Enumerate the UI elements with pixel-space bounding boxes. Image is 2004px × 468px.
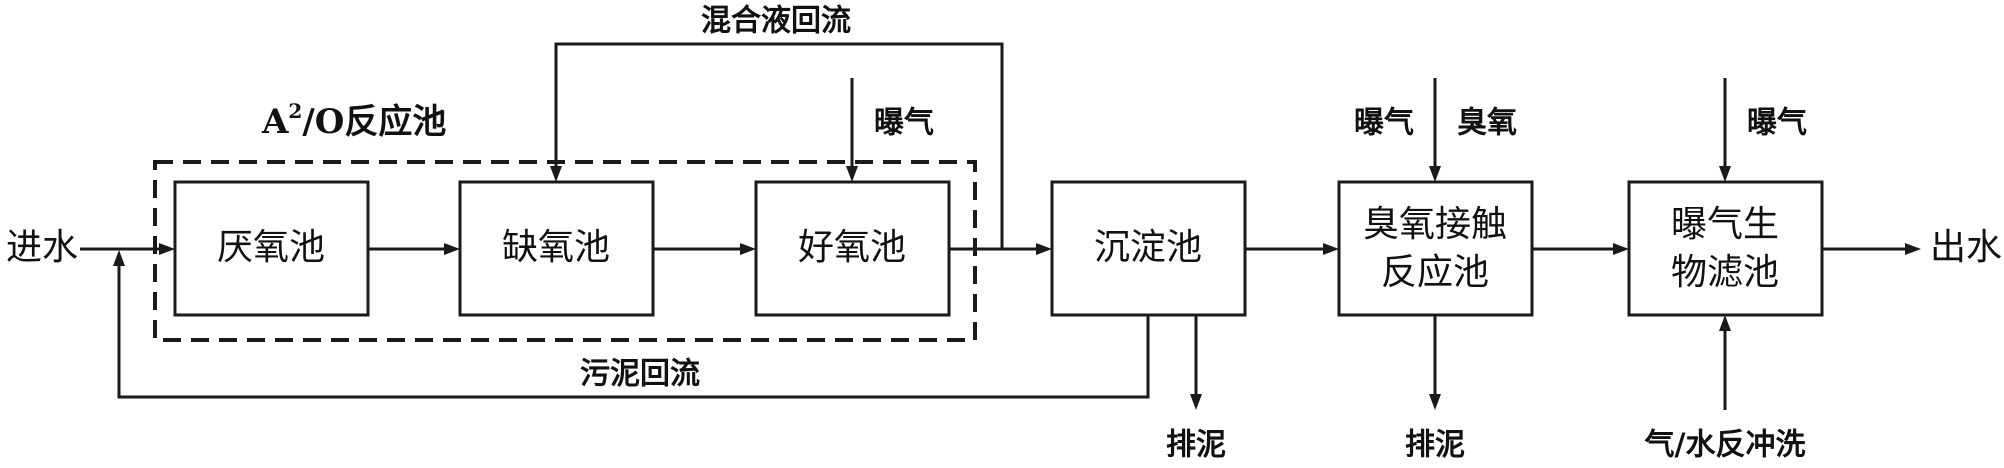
a2o-title-superscript: 2 bbox=[288, 99, 302, 123]
aeration-baf-arrowhead bbox=[1719, 166, 1731, 182]
sludge-discharge-1-label: 排泥 bbox=[1166, 428, 1226, 463]
flow-inlet-arrowhead bbox=[159, 243, 175, 255]
sludge-discharge-2-arrowhead bbox=[1429, 394, 1441, 410]
flow-anoxic-aerobic-arrowhead bbox=[740, 243, 756, 255]
flow-ozone-baf-arrowhead bbox=[1613, 243, 1629, 255]
flow-anaerobic-anoxic-arrowhead bbox=[444, 243, 460, 255]
anoxic-tank-label: 缺氧池 bbox=[502, 227, 610, 268]
aerobic-tank-label: 好氧池 bbox=[798, 227, 906, 268]
ozone-input-label: 臭氧 bbox=[1457, 106, 1517, 141]
sludge-return-arrowhead bbox=[113, 250, 125, 266]
anoxic-tank-box bbox=[458, 180, 655, 317]
a2o-reactor-title: A2/O反应池 bbox=[261, 99, 446, 143]
mixed-liquor-return-arrowhead bbox=[550, 166, 562, 182]
outlet-label: 出水 bbox=[1930, 227, 2002, 268]
mixed-liquor-return-label: 混合液回流 bbox=[701, 4, 851, 39]
ozone-contact-tank-label-line2: 反应池 bbox=[1381, 252, 1489, 293]
sludge-return-label: 污泥回流 bbox=[580, 357, 700, 392]
biological-aerated-filter-box bbox=[1627, 180, 1824, 317]
ozone-contact-input-arrowhead bbox=[1429, 166, 1441, 182]
biological-aerated-filter-label-line2: 物滤池 bbox=[1671, 252, 1779, 293]
ozone-contact-tank-label-line1: 臭氧接触 bbox=[1363, 204, 1507, 245]
a2o-title-rest: /O反应池 bbox=[302, 102, 446, 142]
sedimentation-tank-box bbox=[1050, 180, 1247, 317]
anaerobic-tank-label: 厌氧池 bbox=[217, 227, 325, 268]
backwash-arrowhead bbox=[1719, 315, 1731, 331]
flow-sedimentation-ozone-arrowhead bbox=[1323, 243, 1339, 255]
inlet-label: 进水 bbox=[6, 227, 78, 268]
backwash-label: 气/水反冲洗 bbox=[1645, 428, 1806, 463]
biological-aerated-filter-label-line1: 曝气生 bbox=[1671, 204, 1779, 245]
aeration-aerobic-label: 曝气 bbox=[874, 106, 934, 141]
sludge-discharge-1-arrowhead bbox=[1190, 394, 1202, 410]
mixed-liquor-return-line bbox=[554, 42, 1004, 249]
aeration-aerobic-arrowhead bbox=[846, 166, 858, 182]
a2o-title-main: A bbox=[261, 102, 289, 142]
aeration-ozone-label: 曝气 bbox=[1354, 106, 1414, 141]
ozone-contact-tank-box bbox=[1337, 180, 1534, 317]
flow-aerobic-sedimentation-arrowhead bbox=[1036, 243, 1052, 255]
anaerobic-tank-box bbox=[173, 180, 370, 317]
a2o-reactor-boundary bbox=[153, 160, 977, 342]
sedimentation-tank-label: 沉淀池 bbox=[1094, 227, 1202, 268]
flow-baf-outlet-arrowhead bbox=[1905, 243, 1921, 255]
aeration-baf-label: 曝气 bbox=[1747, 106, 1807, 141]
sludge-discharge-2-label: 排泥 bbox=[1405, 428, 1465, 463]
sludge-return-line bbox=[117, 262, 1150, 399]
